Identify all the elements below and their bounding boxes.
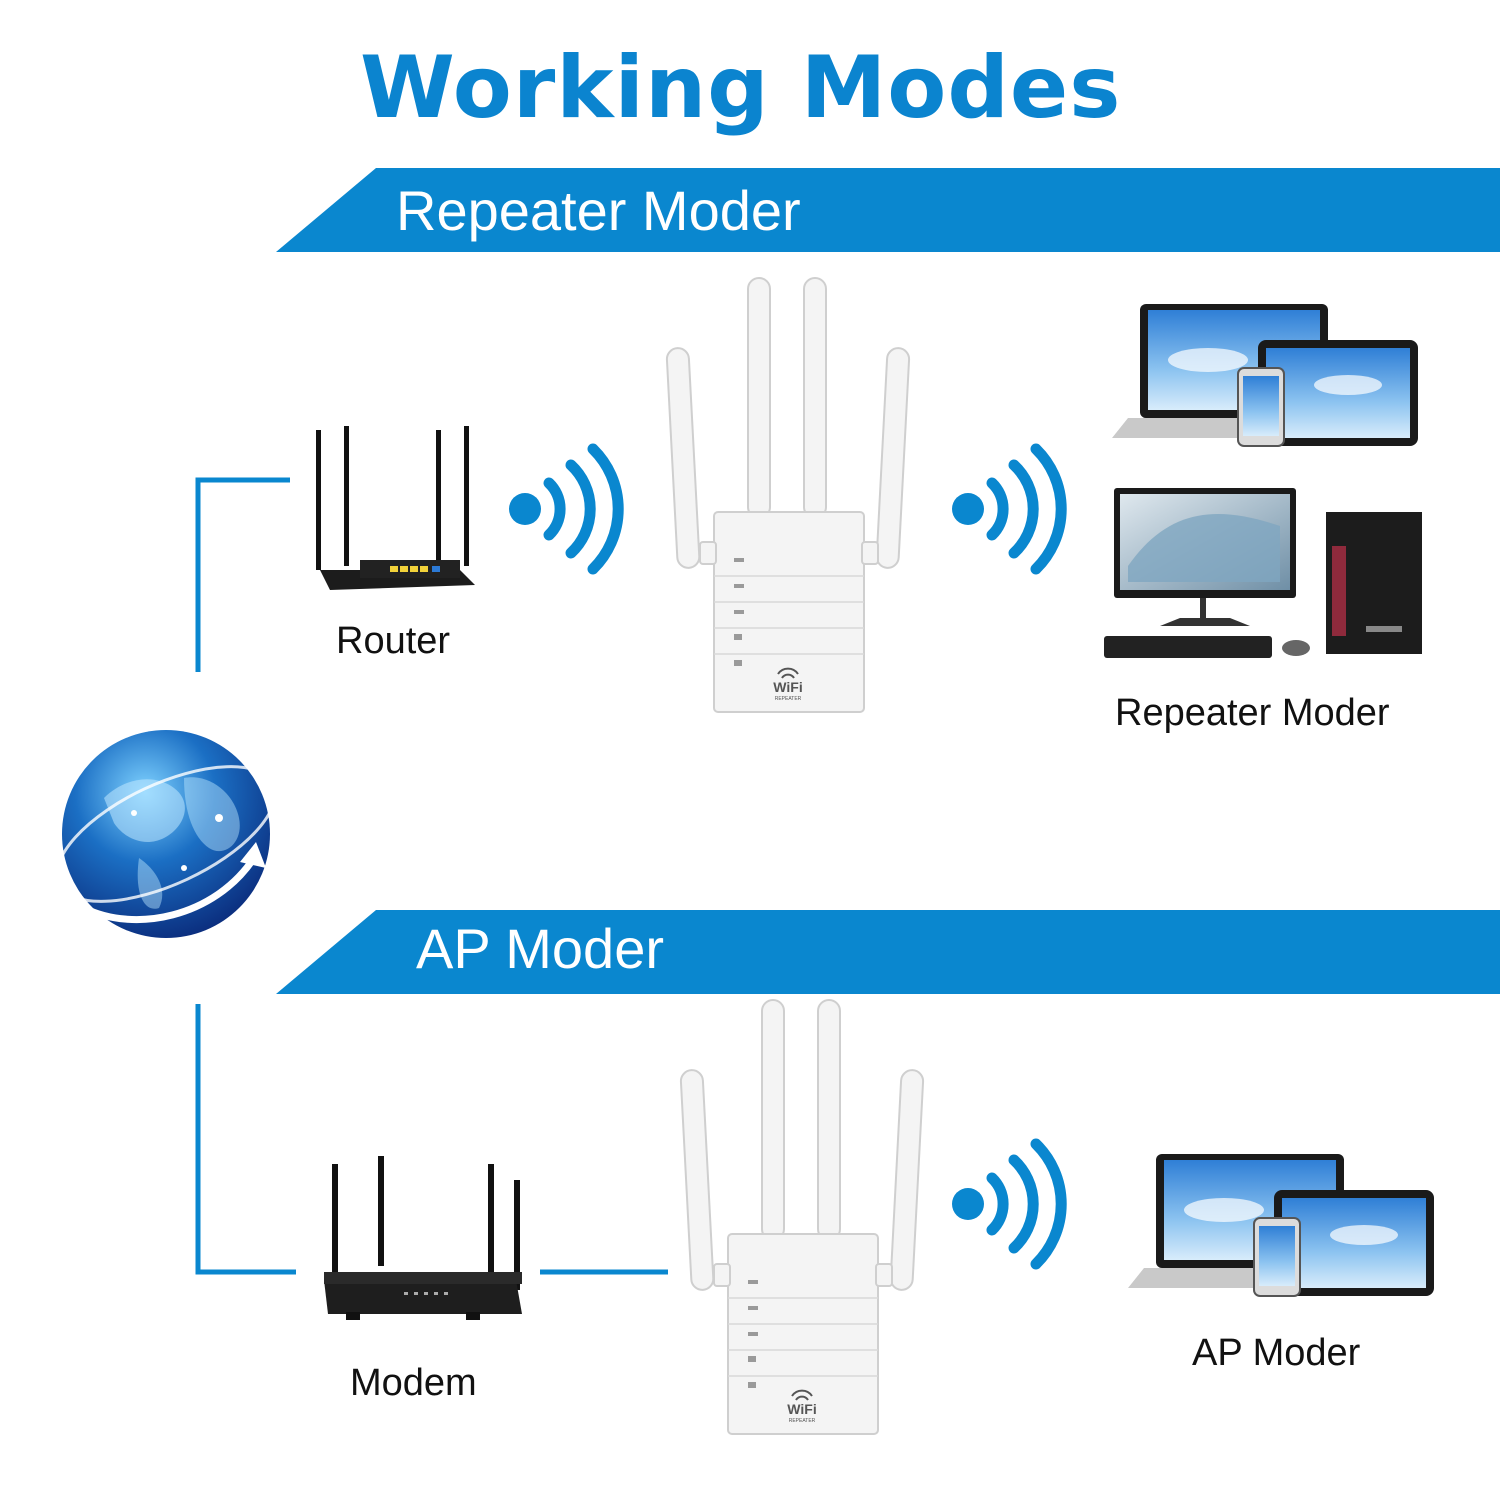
wifi-repeater-icon: WiFi REPEATER <box>665 277 911 713</box>
repeater-clients-label: Repeater Moder <box>1115 692 1390 734</box>
ap-mode-banner-text: AP Moder <box>416 917 664 980</box>
router-label: Router <box>336 620 451 662</box>
page-title: Working Modes <box>360 38 1122 138</box>
globe-icon <box>55 730 277 938</box>
repeater-brand-text: WiFi <box>773 679 802 695</box>
repeater-brand-text: WiFi <box>787 1401 816 1417</box>
repeater-mode-banner-text: Repeater Moder <box>396 179 801 242</box>
modem-label: Modem <box>350 1362 477 1404</box>
wifi-repeater-icon: WiFi REPEATER <box>679 999 925 1435</box>
repeater-mode-banner <box>276 168 1500 252</box>
router-icon <box>316 426 475 590</box>
wifi-signal-icon <box>952 443 1067 575</box>
repeater-sub-text: REPEATER <box>775 696 802 702</box>
modem-icon <box>324 1156 522 1320</box>
laptop-tablet-phone-icon <box>1112 304 1418 447</box>
wifi-signal-icon <box>952 1138 1067 1270</box>
ap-clients-label: AP Moder <box>1192 1332 1361 1374</box>
laptop-tablet-phone-icon <box>1128 1154 1434 1297</box>
desktop-pc-icon <box>1104 488 1422 658</box>
ap-mode-banner <box>276 910 1500 994</box>
repeater-sub-text: REPEATER <box>789 1418 816 1424</box>
wifi-signal-icon <box>509 443 624 575</box>
